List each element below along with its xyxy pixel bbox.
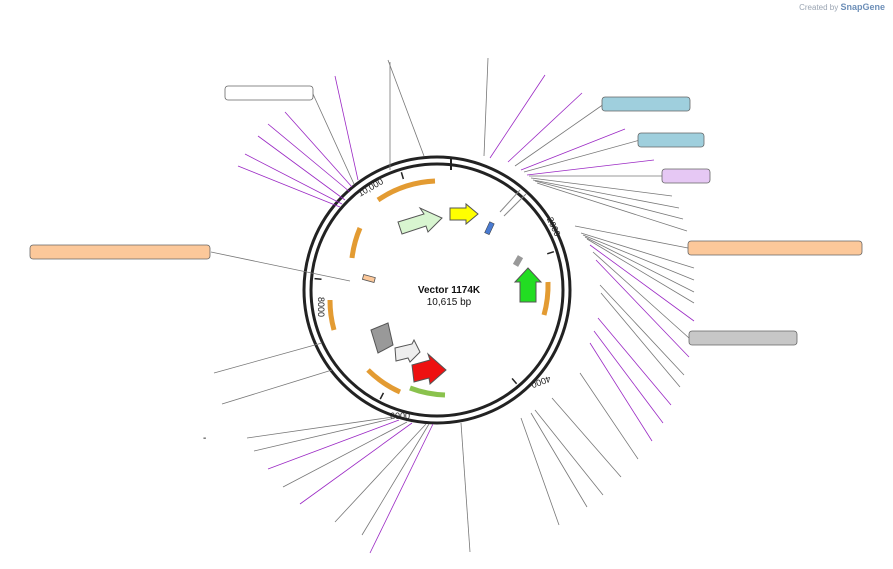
- primer-arc-top: [376, 178, 436, 203]
- label-connector: [210, 251, 351, 282]
- label-connector: [532, 179, 680, 209]
- egfp-arrow: [513, 267, 543, 303]
- label-connector: [282, 421, 408, 488]
- scale-label: 4000: [530, 374, 552, 390]
- label-connector: [589, 244, 695, 322]
- label-connector: [312, 93, 355, 185]
- label-connector: [489, 74, 546, 159]
- scale-label: 8000: [316, 297, 326, 317]
- snapgene-logo: SnapGene: [840, 2, 885, 12]
- label-lines: [210, 57, 695, 554]
- label-connector: [213, 342, 323, 374]
- enzyme-labels: -: [203, 433, 206, 444]
- label-connector: [579, 372, 639, 460]
- label-connector: [586, 238, 695, 304]
- label-connector: [589, 342, 653, 442]
- label-connector: [257, 135, 346, 201]
- lac-promoter-box: [484, 221, 495, 236]
- map-name: Vector 1174K: [418, 285, 481, 296]
- label-connector: [361, 423, 430, 536]
- label-connector: [593, 330, 664, 424]
- label-connector: [334, 423, 427, 523]
- enzyme-sep-xhoi: -: [203, 433, 206, 444]
- snapgene-watermark: Created by SnapGene: [799, 2, 885, 12]
- piggybac-right-box: [361, 274, 376, 283]
- feature-shapes: [361, 189, 543, 385]
- primer-arc-bottom2: [409, 385, 446, 398]
- scale-tick: [314, 277, 322, 280]
- backbone-inner: [309, 162, 565, 418]
- label-connector: [284, 111, 353, 188]
- feature-rule1: [499, 189, 521, 213]
- scale-label: 6000: [390, 411, 410, 421]
- primer-arc-bottom1: [366, 368, 402, 395]
- sv40-box: [688, 330, 798, 346]
- ampr-promoter-box: [224, 85, 314, 101]
- label-connector: [580, 232, 695, 269]
- label-connector: [530, 412, 588, 508]
- label-connector: [530, 177, 673, 197]
- watermark-prefix: Created by: [799, 3, 839, 12]
- label-connector: [536, 182, 688, 232]
- label-connector: [582, 234, 695, 281]
- label-connector: [584, 236, 695, 293]
- label-connector: [520, 417, 560, 526]
- ori-arrow: [449, 202, 479, 226]
- label-connector: [253, 417, 396, 452]
- ie1-promoter-arrow: [394, 338, 421, 363]
- label-connector: [369, 423, 434, 554]
- label-connector: [599, 284, 685, 376]
- m13rev-box: [661, 168, 711, 184]
- label-connector: [299, 422, 413, 505]
- dsred1-arrow: [411, 352, 447, 385]
- boxed-labels: [29, 85, 863, 346]
- label-connector: [574, 225, 689, 249]
- backbone-outer: [302, 155, 572, 425]
- label-connector: [387, 59, 425, 157]
- lacop-box: [637, 132, 705, 148]
- label-connector: [600, 292, 681, 388]
- label-connector: [534, 409, 604, 496]
- label-connector: [221, 369, 333, 405]
- label-connector: [267, 123, 351, 193]
- label-connector: [460, 422, 471, 553]
- gray-small-box: [512, 255, 524, 267]
- label-connector: [534, 180, 684, 220]
- scale-tick: [400, 172, 405, 180]
- label-connector: [551, 397, 622, 478]
- primer-arcs: [327, 178, 551, 398]
- label-connector: [244, 153, 343, 205]
- label-connector: [267, 419, 400, 470]
- piggybac-left-box: [687, 240, 863, 256]
- hr5-enhancer-shape: [370, 322, 394, 354]
- primer-arc-left2: [327, 299, 337, 331]
- scale-tick: [379, 392, 385, 400]
- label-connector: [592, 251, 690, 339]
- piggybac-right-label-box: [29, 244, 211, 260]
- label-connector: [597, 317, 672, 406]
- label-connector: [246, 416, 394, 439]
- scale-tick: [511, 377, 518, 385]
- label-connector: [514, 103, 605, 167]
- label-connector: [520, 128, 626, 171]
- primer-arc-right: [541, 281, 551, 316]
- cap-box: [601, 96, 691, 112]
- label-connector: [483, 57, 489, 157]
- scale-tick: [546, 250, 555, 255]
- label-connector: [526, 159, 655, 176]
- label-connector: [523, 139, 641, 173]
- label-connector: [334, 75, 359, 181]
- ampr-arrow: [397, 206, 443, 235]
- label-connector: [595, 259, 690, 358]
- primer-arc-left: [349, 227, 363, 259]
- label-connector: [237, 165, 341, 208]
- map-size: 10,615 bp: [427, 297, 472, 308]
- feature-rule2: [503, 193, 527, 217]
- label-connector: [507, 92, 583, 163]
